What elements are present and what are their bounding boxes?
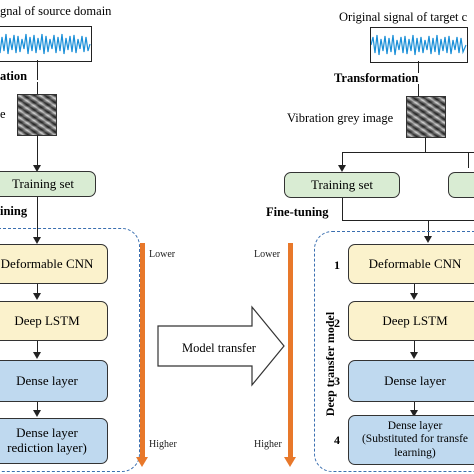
source-model-container bbox=[0, 228, 140, 472]
target-level-arrow bbox=[288, 243, 293, 458]
target-layer-label: Deformable CNN bbox=[368, 255, 462, 271]
target-layer-deep-lstm: Deep LSTM bbox=[348, 301, 474, 341]
target-training-set-label: Training set bbox=[311, 176, 373, 192]
target-training-set-box: Training set bbox=[284, 172, 400, 198]
source-layer-deep-lstm: Deep LSTM bbox=[0, 301, 108, 341]
source-layer-sublabel: rediction layer) bbox=[7, 440, 87, 455]
source-layer-label: Deformable CNN bbox=[0, 255, 94, 271]
source-training-set-box: Training set bbox=[0, 171, 96, 197]
model-transfer-arrow-icon bbox=[157, 305, 285, 387]
source-lower-label: Lower bbox=[149, 249, 176, 260]
source-training-set-label: Training set bbox=[12, 175, 74, 191]
waveform-icon bbox=[370, 34, 467, 56]
source-layer-prediction: Dense layer rediction layer) bbox=[0, 418, 108, 464]
target-signal-waveform bbox=[370, 27, 468, 63]
source-layer-label: Dense layer bbox=[16, 425, 78, 441]
source-signal-label: gnal of source domain bbox=[0, 4, 112, 18]
source-higher-label: Higher bbox=[149, 439, 177, 450]
target-layer-sublabel: (Substituted for transfe bbox=[361, 433, 469, 446]
target-higher-label: Higher bbox=[254, 439, 282, 450]
source-image-label: e bbox=[0, 107, 6, 121]
model-transfer-label: Model transfer bbox=[182, 341, 256, 355]
target-layer-label: Dense layer bbox=[387, 420, 443, 433]
source-signal-waveform bbox=[0, 26, 92, 62]
target-layer-sublabel: learning) bbox=[394, 446, 436, 459]
source-level-arrowhead-icon bbox=[136, 457, 148, 467]
target-layer-deformable-cnn: Deformable CNN bbox=[348, 244, 474, 284]
waveform-icon bbox=[0, 33, 91, 55]
target-layer-number: 1 bbox=[334, 258, 340, 272]
target-model-container bbox=[314, 231, 474, 472]
source-stage-label: ining bbox=[0, 204, 28, 218]
source-layer-label: Deep LSTM bbox=[14, 312, 80, 328]
target-signal-label: Original signal of target c bbox=[339, 10, 468, 24]
target-level-arrowhead-icon bbox=[284, 457, 296, 467]
source-layer-deformable-cnn: Deformable CNN bbox=[0, 244, 108, 284]
target-lower-label: Lower bbox=[254, 249, 281, 260]
target-layer-substituted: Dense layer (Substituted for transfe lea… bbox=[348, 415, 474, 465]
target-stage-label: Fine-tuning bbox=[266, 205, 329, 219]
target-grey-image bbox=[406, 96, 446, 138]
target-image-label: Vibration grey image bbox=[287, 111, 394, 125]
target-layer-number: 4 bbox=[334, 433, 340, 447]
target-layer-number: 2 bbox=[334, 316, 340, 330]
source-layer-dense: Dense layer bbox=[0, 360, 108, 402]
target-layer-label: Dense layer bbox=[384, 372, 446, 388]
source-grey-image bbox=[17, 94, 57, 136]
target-test-set-box bbox=[448, 172, 474, 198]
target-layer-number: 3 bbox=[334, 374, 340, 388]
target-layer-label: Deep LSTM bbox=[382, 312, 448, 328]
target-layer-dense: Dense layer bbox=[348, 360, 474, 402]
target-model-label-wrap: Deep transfer model bbox=[312, 312, 337, 416]
target-transformation-label: Transformation bbox=[334, 71, 419, 85]
source-layer-label: Dense layer bbox=[16, 372, 78, 388]
source-level-arrow bbox=[140, 243, 145, 458]
source-transformation-label: ation bbox=[0, 69, 28, 83]
